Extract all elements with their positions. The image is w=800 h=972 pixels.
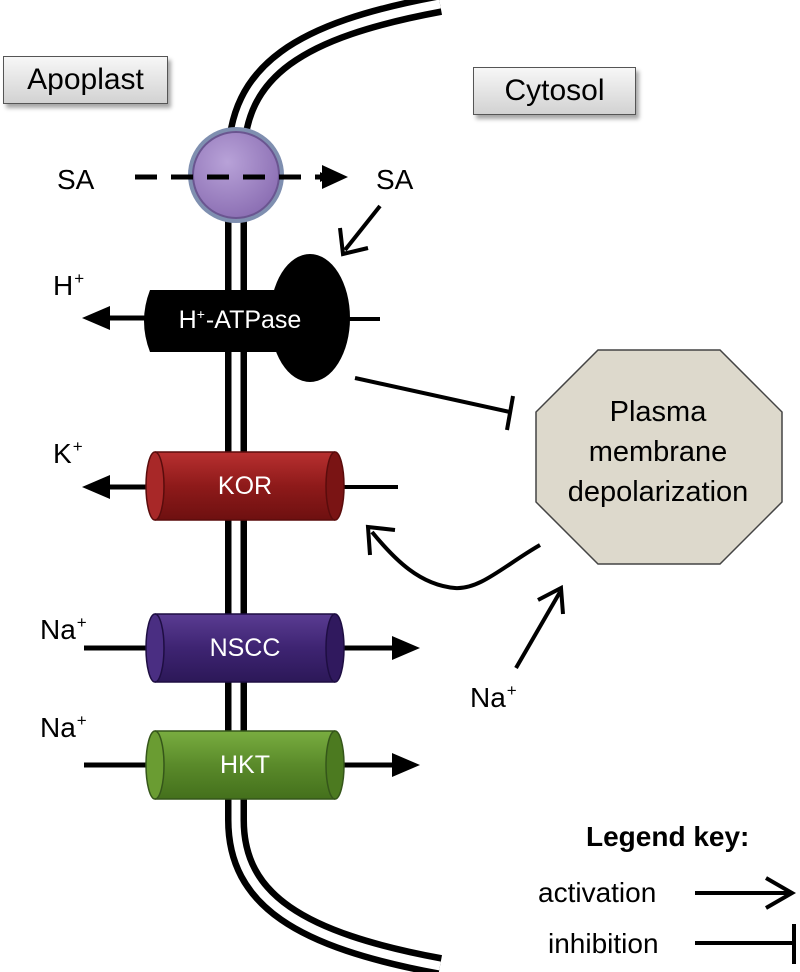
legend-activation-label: activation (538, 877, 657, 908)
depol-kor-activation-arrow (365, 524, 541, 591)
depolarization-node (535, 349, 783, 565)
sa-transporter (188, 127, 284, 223)
legend-inhibition-label: inhibition (548, 928, 659, 959)
na-ion-label-cytosol: Na+ (470, 681, 517, 713)
sa-cytosol-label: SA (376, 164, 414, 195)
sa-arrowhead (322, 165, 348, 189)
nscc-label: NSCC (209, 634, 281, 662)
depolarization-label: Plasma membrane depolarization (567, 396, 749, 508)
sa-apoplast-label: SA (57, 164, 95, 195)
na-ion-label-nscc: Na+ (40, 613, 87, 645)
legend-title: Legend key: (586, 821, 750, 852)
sa-activation-arrow (338, 204, 382, 257)
h-ion-label: H+ (53, 269, 85, 301)
na-depol-activation-arrow (514, 584, 565, 670)
hkt-label: HKT (220, 751, 270, 779)
h-atpase-pump (144, 254, 350, 382)
kor-channel (145, 451, 345, 521)
k-ion-label: K+ (53, 437, 83, 469)
atpase-label: H+-ATPase (178, 306, 302, 334)
kor-label: KOR (217, 472, 273, 500)
legend-activation-symbol (695, 876, 797, 910)
hkt-channel (145, 730, 345, 800)
apoplast-label: Apoplast (3, 56, 168, 104)
nscc-channel (145, 613, 345, 683)
atpase-inhibition-line (354, 376, 515, 431)
cytosol-label: Cytosol (473, 67, 636, 115)
legend-inhibition-symbol (695, 924, 796, 964)
na-ion-label-hkt: Na+ (40, 711, 87, 743)
